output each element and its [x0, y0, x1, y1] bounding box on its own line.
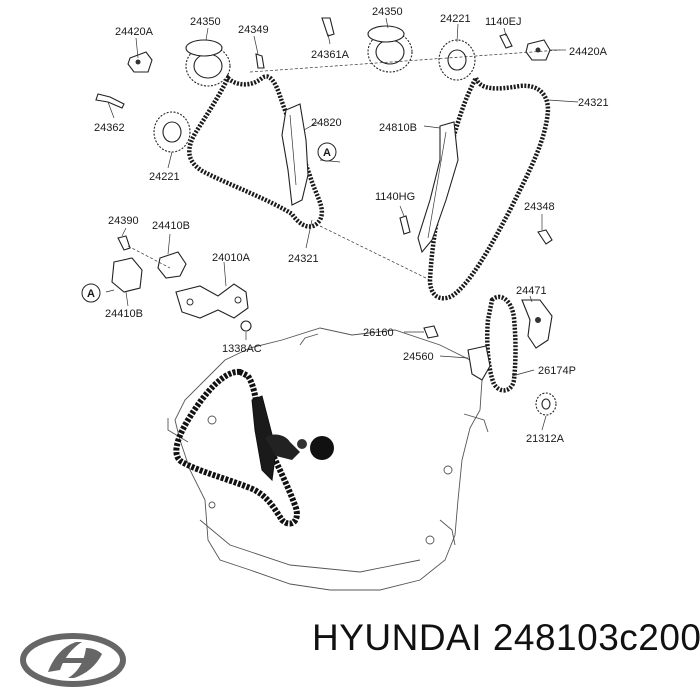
sprocket-24350-left: [185, 39, 231, 87]
bolt-24361A: [321, 17, 335, 37]
bolt-24362: [95, 93, 125, 109]
guide-24560: [467, 345, 491, 381]
label-24410B-top: 24410B: [152, 220, 190, 232]
label-24810B: 24810B: [379, 122, 417, 134]
label-1338AC: 1338AC: [222, 343, 262, 355]
sprocket-21312A: [535, 392, 557, 416]
brand-part-caption: HYUNDAI 248103c200: [312, 617, 700, 659]
tensioner-24410B-top: [157, 251, 187, 279]
label-26174P: 26174P: [538, 365, 576, 377]
label-24010A: 24010A: [212, 252, 251, 264]
hyundai-logo: [20, 633, 126, 687]
bolt-1140HG: [399, 215, 411, 235]
label-24420A-left: 24420A: [115, 26, 154, 38]
sprocket-24221-right: [438, 39, 476, 81]
label-24349: 24349: [238, 24, 269, 36]
label-24221-right: 24221: [440, 13, 471, 25]
label-24350-right: 24350: [372, 6, 403, 18]
guide-24820: [281, 103, 309, 206]
part-labels: 24420A 24350 24349 24350 24221 1140EJ 24…: [94, 6, 609, 445]
bolt-24349: [255, 53, 265, 69]
sprocket-24350-right: [367, 25, 413, 73]
chain-24321-left: [187, 74, 325, 229]
label-24348: 24348: [524, 201, 555, 213]
label-24410B-bottom: 24410B: [105, 308, 143, 320]
label-24390: 24390: [108, 215, 139, 227]
label-24420A-right: 24420A: [569, 46, 608, 58]
label-24221-left: 24221: [149, 171, 180, 183]
lower-timing-chain: [173, 368, 334, 527]
callout-a-upper: A: [317, 142, 337, 162]
label-21312A: 21312A: [526, 433, 565, 445]
brand-name: HYUNDAI: [312, 617, 483, 658]
bolt-24390: [117, 235, 131, 251]
callout-a-left: A: [81, 283, 101, 303]
chain-oil-pump: [485, 294, 518, 393]
guide-24810B: [417, 121, 459, 254]
bolt-24348: [537, 229, 553, 245]
bolt-26160: [423, 325, 439, 339]
svg-text:A: A: [323, 147, 331, 159]
label-24350-left: 24350: [190, 16, 221, 28]
bolt-1338AC: [240, 320, 252, 332]
bolt-1140EJ: [499, 33, 513, 49]
label-24321-left: 24321: [288, 253, 319, 265]
tensioner-24410B-bottom: [111, 257, 143, 293]
engine-block-outline: [167, 327, 489, 591]
label-24560: 24560: [403, 351, 434, 363]
bracket-24420A-left: [127, 51, 153, 73]
tensioner-24471: [521, 299, 553, 349]
label-24362: 24362: [94, 122, 125, 134]
label-24471: 24471: [516, 285, 547, 297]
leader-lines: [105, 17, 579, 431]
bracket-24420A-right: [525, 39, 551, 61]
label-24361A: 24361A: [311, 49, 350, 61]
svg-text:A: A: [87, 288, 95, 300]
gasket-24010A: [175, 283, 249, 319]
sprocket-24221-left: [153, 111, 191, 153]
label-24321-right: 24321: [578, 97, 609, 109]
label-24820: 24820: [311, 117, 342, 129]
label-1140HG: 1140HG: [375, 191, 415, 203]
label-1140EJ: 1140EJ: [485, 16, 522, 28]
label-26160: 26160: [363, 327, 394, 339]
part-number: 248103c200: [492, 617, 700, 658]
